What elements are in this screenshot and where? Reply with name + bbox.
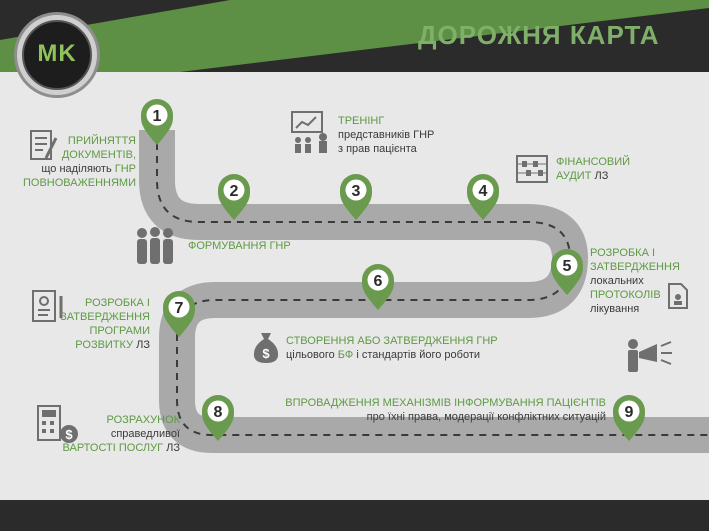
step-9-label: ВПРОВАДЖЕННЯ МЕХАНІЗМІВ ІНФОРМУВАННЯ ПАЦ… <box>285 397 606 423</box>
step-2-label: ФОРМУВАННЯ ГНР <box>188 240 291 252</box>
pin-7: 7 <box>163 291 195 337</box>
svg-text:6: 6 <box>374 273 383 290</box>
protocol-icon <box>668 283 688 309</box>
svg-text:7: 7 <box>175 300 184 317</box>
header-decoration <box>0 0 709 72</box>
svg-text:2: 2 <box>230 183 239 200</box>
svg-text:$: $ <box>65 427 73 442</box>
step-7-label: РОЗРОБКА І ЗАТВЕРДЖЕННЯ ПРОГРАМИ РОЗВИТК… <box>60 297 150 351</box>
page-title: ДОРОЖНЯ КАРТА <box>418 20 660 50</box>
abacus-icon <box>516 155 548 183</box>
header-bar <box>0 0 709 72</box>
svg-text:1: 1 <box>153 108 162 125</box>
logo-badge <box>22 20 92 90</box>
document-icon <box>30 130 58 160</box>
footer-bar <box>0 500 709 531</box>
step-4-label: ФІНАНСОВИЙ АУДИТ ЛЗ <box>556 156 631 182</box>
svg-text:$: $ <box>262 346 270 361</box>
step-5-label: РОЗРОБКА І ЗАТВЕРДЖЕННЯ локальних ПРОТОК… <box>590 247 680 315</box>
svg-text:3: 3 <box>352 183 361 200</box>
money-bag-icon: $ <box>253 333 279 363</box>
pin-1: 1 <box>141 99 173 145</box>
logo-text: MK <box>37 40 77 67</box>
step-1-label: ПРИЙНЯТТЯ ДОКУМЕНТІВ, що наділяють ГНР П… <box>22 135 136 189</box>
pin-2: 2 <box>218 174 250 220</box>
pin-6: 6 <box>362 264 394 310</box>
pin-4: 4 <box>467 174 499 220</box>
svg-text:4: 4 <box>479 183 488 200</box>
svg-text:8: 8 <box>214 404 223 421</box>
calculator-icon: $ <box>37 405 78 443</box>
pin-3: 3 <box>340 174 372 220</box>
pin-5: 5 <box>551 249 583 295</box>
svg-text:5: 5 <box>563 258 572 275</box>
step-3-label: ТРЕНІНГ представників ГНР з прав пацієнт… <box>338 115 435 155</box>
group-icon <box>137 227 173 264</box>
pin-9: 9 <box>613 395 645 441</box>
step-6-label: СТВОРЕННЯ АБО ЗАТВЕРДЖЕННЯ ГНР цільового… <box>286 335 498 361</box>
program-document-icon <box>32 290 63 322</box>
training-icon <box>291 111 327 153</box>
step-8-label: РОЗРАХУНОК справедливої ВАРТОСТІ ПОСЛУГ … <box>62 414 180 454</box>
pin-8: 8 <box>202 395 234 441</box>
svg-text:9: 9 <box>625 404 634 421</box>
megaphone-icon <box>628 339 672 372</box>
